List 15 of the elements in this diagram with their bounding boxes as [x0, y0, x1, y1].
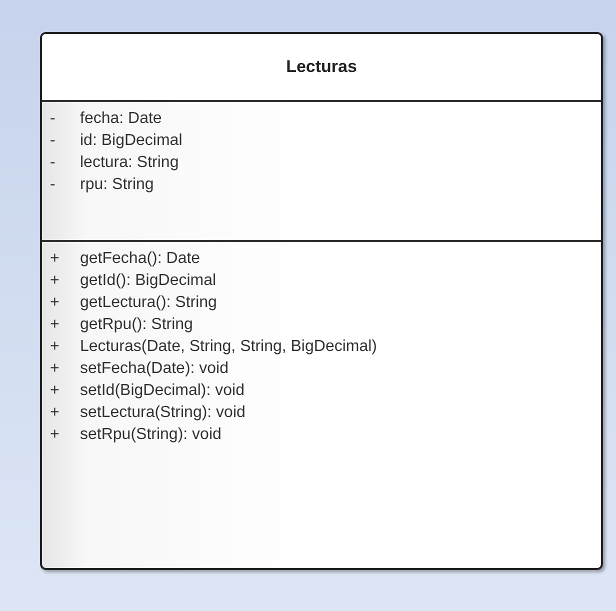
- class-name: Lecturas: [42, 34, 601, 102]
- attribute-text: - fecha: Date: [50, 109, 162, 129]
- operation-text: + getRpu(): String: [50, 315, 193, 335]
- operation-text: + getLectura(): String: [50, 293, 217, 313]
- operation-text: + Lecturas(Date, String, String, BigDecimal): [50, 337, 377, 357]
- operation-text: + setLectura(String): void: [50, 403, 246, 423]
- operation-text: + setId(BigDecimal): void: [50, 381, 244, 401]
- operation-text: + getFecha(): Date: [50, 249, 200, 269]
- attribute-text: - lectura: String: [50, 153, 179, 173]
- operation-text: + getId(): BigDecimal: [50, 271, 216, 291]
- operation-text: + setFecha(Date): void: [50, 359, 229, 379]
- operation-text: + setRpu(String): void: [50, 425, 222, 445]
- class-box: [40, 32, 603, 570]
- attribute-text: - id: BigDecimal: [50, 131, 182, 151]
- attribute-text: - rpu: String: [50, 175, 154, 195]
